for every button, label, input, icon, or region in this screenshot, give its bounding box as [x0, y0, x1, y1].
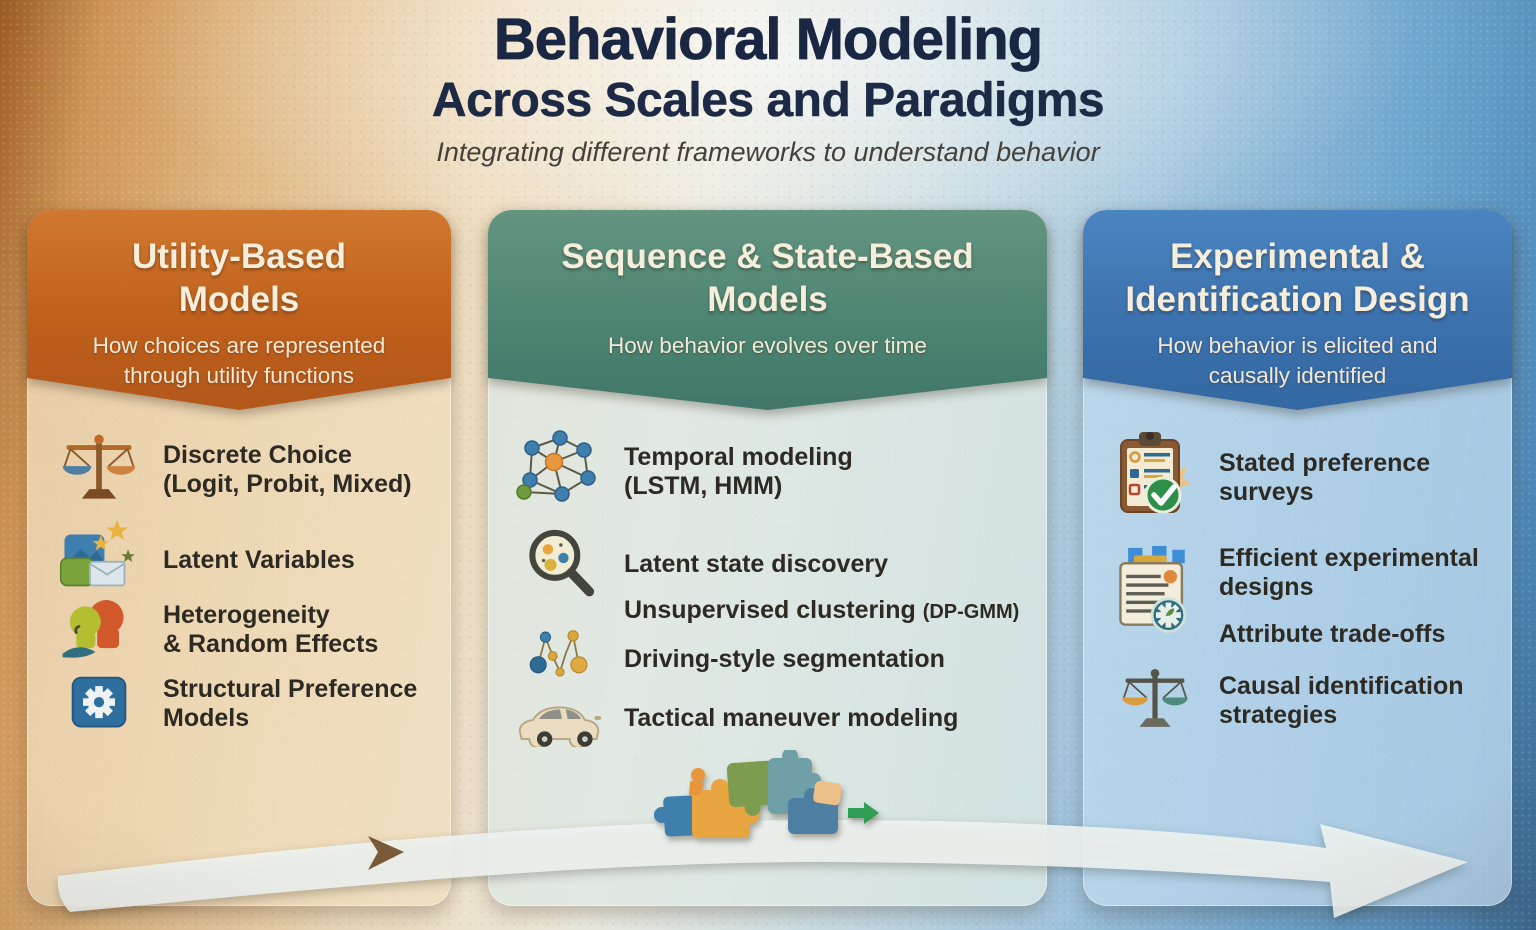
item-text: Driving-style segmentation: [624, 644, 945, 673]
item-stated-preference-surveys: Stated preference surveys: [1105, 428, 1500, 528]
panel-sequence-items: Temporal modeling (LSTM, HMM): [488, 410, 1047, 747]
panel-experimental-header: Experimental & Identification Design How…: [1083, 210, 1512, 410]
item-text: Stated preference surveys: [1219, 449, 1431, 506]
item-causal-identification: Causal identification strategies: [1105, 663, 1500, 739]
panel-utility-header: Utility-Based Models How choices are rep…: [27, 210, 451, 410]
item-text: Causal identification strategies: [1219, 672, 1464, 729]
item-tactical-maneuver-modeling: Tactical maneuver modeling: [510, 689, 1035, 747]
gear-box-icon: [71, 676, 127, 728]
icon-cell: [49, 520, 149, 600]
page-title-line2: Across Scales and Paradigms: [431, 74, 1105, 128]
personas-icon: [62, 600, 124, 658]
icon-cell: [1105, 663, 1205, 739]
icon-cell: [510, 428, 610, 516]
document-gear-icon: [1119, 545, 1187, 633]
panel-utility-title: Utility-Based Models: [132, 237, 346, 319]
panel-sequence-header-wrap: Sequence & State-Based Models How behavi…: [488, 210, 1047, 410]
clipboard-check-icon: [1120, 432, 1191, 514]
panel-experimental-identification: Experimental & Identification Design How…: [1083, 210, 1512, 906]
item-heterogeneity: Heterogeneity & Random Effects: [49, 590, 439, 670]
network-graph-icon: [516, 430, 596, 502]
item-text: Tactical maneuver modeling: [624, 703, 959, 732]
icon-cell: [510, 689, 610, 747]
car-icon: [518, 706, 602, 747]
item-text: Efficient experimental designs: [1219, 544, 1479, 601]
panel-utility-items: Discrete Choice (Logit, Probit, Mixed): [27, 410, 451, 736]
item-text: Structural Preference Models: [163, 675, 418, 732]
balance-scale-icon: [62, 434, 136, 499]
page-title: Behavioral Modeling: [493, 7, 1043, 73]
panel-experimental-items: Stated preference surveys: [1083, 410, 1512, 739]
panel-sequence-header: Sequence & State-Based Models How behavi…: [488, 210, 1047, 410]
icon-cell: [510, 627, 610, 691]
item-text: Latent Variables: [163, 545, 355, 574]
item-text: Attribute trade-offs: [1219, 620, 1446, 648]
item-unsupervised-clustering: Unsupervised clustering (DP-GMM): [510, 596, 1035, 625]
page-subtitle: Integrating different frameworks to unde…: [436, 137, 1100, 168]
item-text: Unsupervised clustering (DP-GMM): [624, 596, 1020, 624]
panel-sequence-state-models: Sequence & State-Based Models How behavi…: [488, 210, 1047, 906]
item-attribute-trade-offs: Attribute trade-offs: [1105, 620, 1500, 649]
item-text: Latent state discovery: [624, 549, 888, 578]
panel-experimental-subtitle: How behavior is elicited and causally id…: [1157, 333, 1438, 388]
item-driving-style-segmentation: Driving-style segmentation: [510, 627, 1035, 691]
icon-cell: [49, 590, 149, 670]
icon-cell: [510, 526, 610, 602]
latent-variables-icon: [59, 520, 135, 587]
icon-cell: [49, 672, 149, 736]
panel-sequence-title: Sequence & State-Based Models: [561, 237, 974, 319]
balance-scale-icon: [1122, 669, 1188, 727]
title-block: Behavioral Modeling Across Scales and Pa…: [0, 6, 1536, 168]
item-latent-variables: Latent Variables: [49, 520, 439, 600]
panel-experimental-header-wrap: Experimental & Identification Design How…: [1083, 210, 1512, 410]
item-structural-preference: Structural Preference Models: [49, 672, 439, 736]
item-efficient-experimental-designs: Efficient experimental designs: [1105, 536, 1500, 646]
panel-utility-subtitle: How choices are represented through util…: [92, 333, 386, 388]
item-text: Temporal modeling (LSTM, HMM): [624, 443, 853, 500]
panel-sequence-subtitle: How behavior evolves over time: [608, 333, 927, 359]
panel-experimental-title: Experimental & Identification Design: [1125, 237, 1470, 319]
item-text: Discrete Choice (Logit, Probit, Mixed): [163, 441, 412, 498]
item-latent-state-discovery: Latent state discovery: [510, 526, 1035, 602]
item-temporal-modeling: Temporal modeling (LSTM, HMM): [510, 428, 1035, 516]
item-text: Heterogeneity & Random Effects: [163, 601, 379, 658]
magnifier-icon: [529, 529, 595, 597]
icon-cell: [49, 428, 149, 512]
icon-cell: [1105, 428, 1205, 528]
cluster-tree-icon: [529, 630, 588, 677]
panel-utility-based-models: Utility-Based Models How choices are rep…: [27, 210, 451, 906]
panel-utility-header-wrap: Utility-Based Models How choices are rep…: [27, 210, 451, 410]
icon-cell: [1105, 540, 1205, 646]
item-discrete-choice: Discrete Choice (Logit, Probit, Mixed): [49, 428, 439, 512]
